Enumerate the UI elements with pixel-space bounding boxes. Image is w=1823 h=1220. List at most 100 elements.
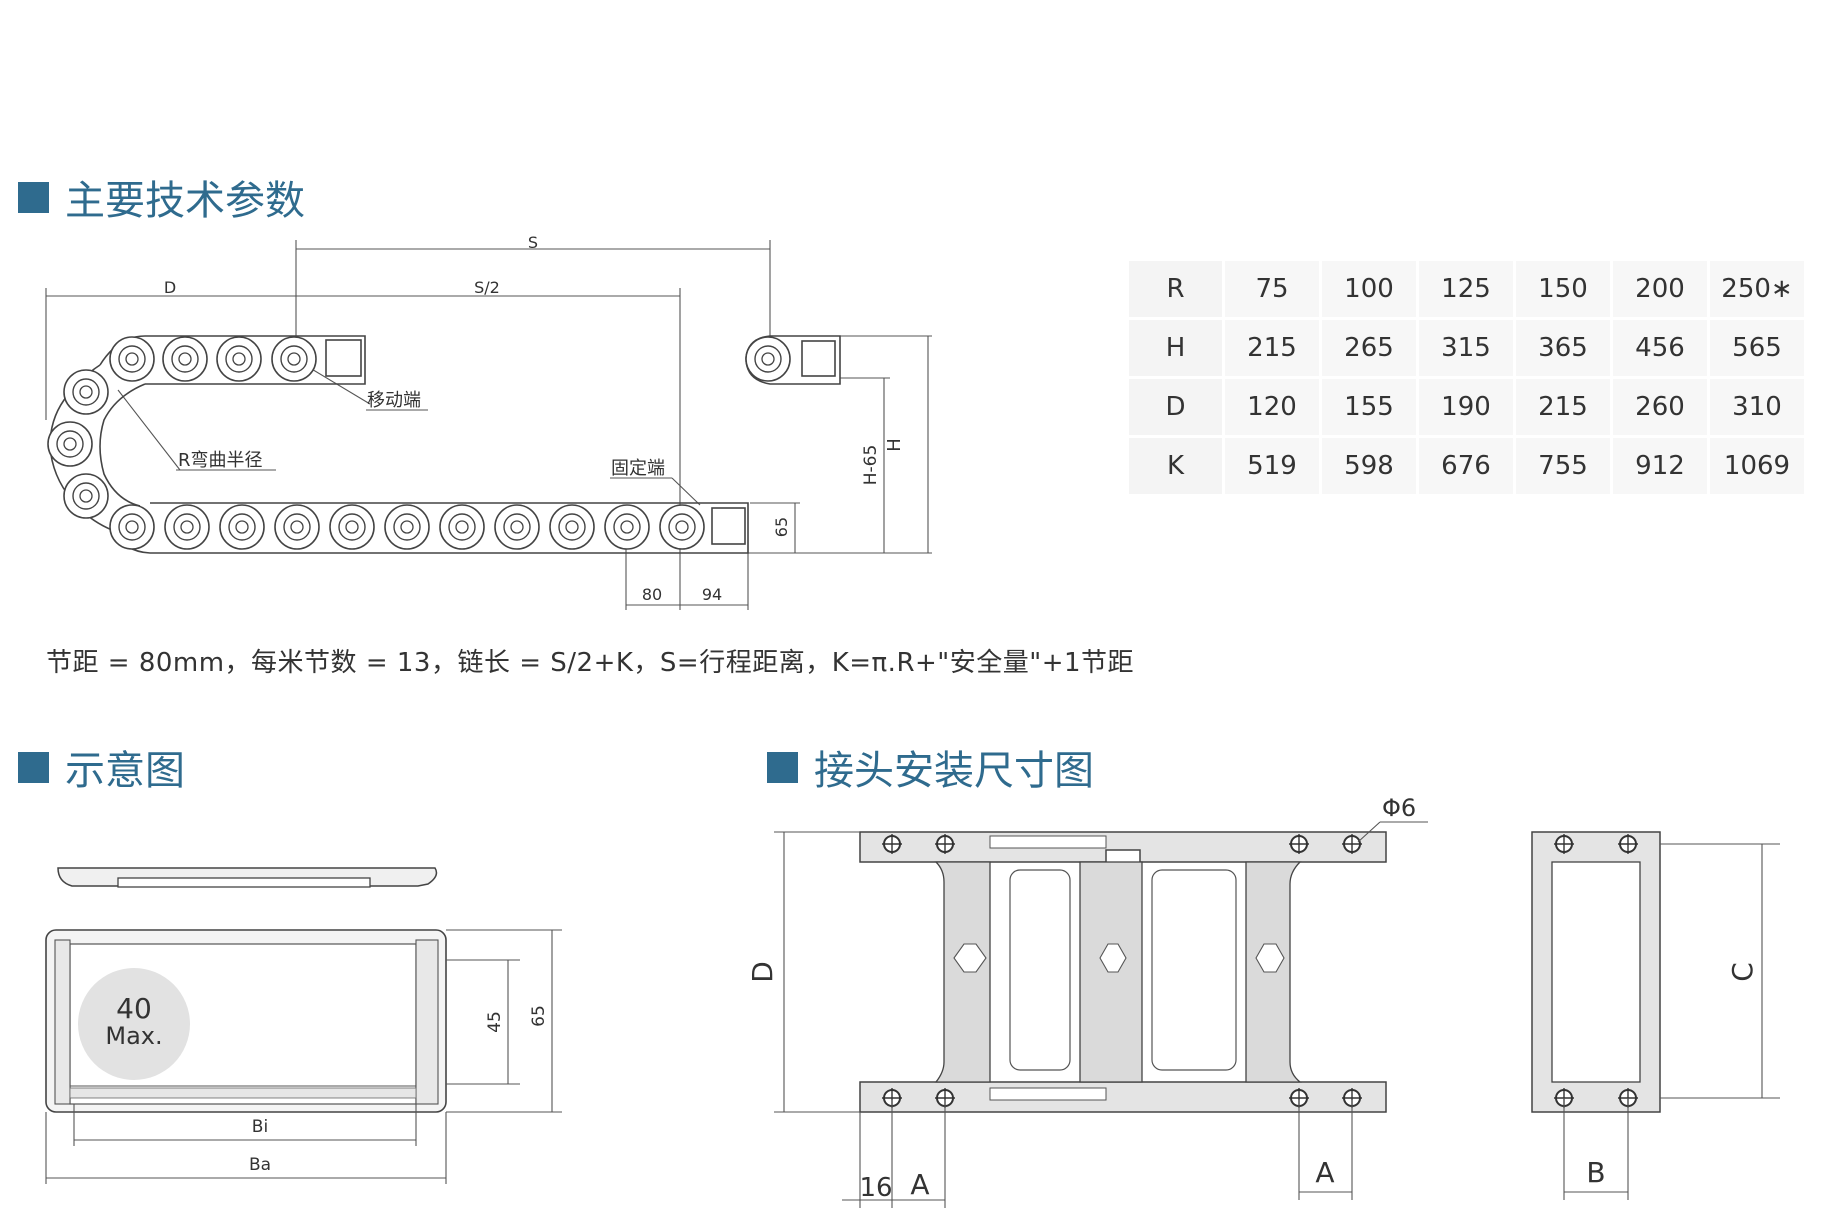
chain-pin [494,504,540,550]
max-cable-unit: Max. [105,1022,162,1050]
table-cell: 265 [1319,317,1419,379]
fixed-end-bracket [711,507,746,545]
dim-label-s-half: S/2 [474,278,500,297]
dim-label-45: 45 [485,1011,505,1033]
table-cell: 125 [1416,258,1516,320]
chain-pin [109,504,155,550]
table-cell: 365 [1513,317,1613,379]
title-square-icon [18,181,49,213]
dim-label-s: S [528,233,538,252]
chain-formula: 节距 = 80mm，每米节数 = 13，链长 = S/2+K，S=行程距离，K=… [46,648,1135,678]
chain-pin [329,504,375,550]
table-row-label: H [1126,317,1225,379]
dimension-lines [45,240,932,610]
bottom-bar [69,1087,417,1099]
table-cell: 912 [1610,435,1710,497]
table-cell: 155 [1319,376,1419,438]
dim-label-d: D [164,278,176,297]
label-moving-end: 移动端 [367,390,421,411]
table-row-label: D [1126,376,1225,438]
table-cell: 598 [1319,435,1419,497]
dim-label-c: C [1726,962,1759,982]
chain-pin [109,336,155,382]
mounting-hole [1342,834,1362,854]
label-fixed-end: 固定端 [611,458,665,479]
chain-pin [219,504,265,550]
end-plate-left [934,861,991,1083]
dim-label-a-right: A [1315,1156,1334,1189]
max-cable-value: 40 [116,992,152,1025]
table-cell: 310 [1707,376,1807,438]
table-cell: 755 [1513,435,1613,497]
table-row-label: K [1126,435,1225,497]
dim-label-ba: Ba [249,1155,271,1175]
dim-label-phi6: Φ6 [1382,794,1416,822]
chain-bend-inner [99,383,146,507]
table-cell: 456 [1610,317,1710,379]
moving-end-bracket [325,339,362,377]
table-cell: 519 [1222,435,1322,497]
dim-label-h: H [884,438,905,452]
chain-pin [659,504,705,550]
mounting-hole [935,834,955,854]
table-cell: 215 [1222,317,1322,379]
opening-right [1151,869,1237,1071]
max-cable-circle [78,968,190,1080]
table-cell: 120 [1222,376,1322,438]
chain-pin [745,336,791,382]
table-cell: 190 [1416,376,1516,438]
mounting-hole [1618,834,1638,854]
dim-label-80: 80 [642,585,662,604]
mounting-hole [1289,1088,1309,1108]
table-cell: 565 [1707,317,1807,379]
dim-label-65: 65 [529,1005,549,1027]
opening-left [1009,869,1071,1071]
table-cell: 315 [1416,317,1516,379]
table-cell: 75 [1222,258,1322,320]
section-title-text: 接头安装尺寸图 [814,748,1094,794]
table-cell: 260 [1610,376,1710,438]
dim-label-94: 94 [702,585,722,604]
title-square-icon [18,751,49,783]
table-cell: 215 [1513,376,1613,438]
end-bracket-opening [1551,861,1641,1083]
dim-label-bi: Bi [252,1117,268,1137]
cover-slot [117,877,371,888]
dim-label-65: 65 [772,517,791,537]
chain-pin [604,504,650,550]
mounting-hole [1554,834,1574,854]
moving-end-bracket-remote [801,340,836,377]
table-cell: 1069 [1707,435,1807,497]
chain-pin [63,473,109,519]
chain-pin [271,336,317,382]
table-cell: 150 [1513,258,1613,320]
section-title-text: 主要技术参数 [65,178,305,224]
dim-label-a-left: A [910,1168,929,1201]
table-cell: 100 [1319,258,1419,320]
chain-pin [162,336,208,382]
chain-pin [47,421,93,467]
right-side-plate [415,939,439,1105]
chain-pin [439,504,485,550]
title-square-icon [767,751,798,783]
section-title-install: 接头安装尺寸图 [767,738,1094,796]
dim-label-b: B [1586,1156,1605,1189]
chain-pin [384,504,430,550]
chain-pin [216,336,262,382]
table-cell: 250∗ [1707,258,1807,320]
chain-upper-pins [109,336,791,382]
section-title-schematic: 示意图 [18,738,185,796]
mounting-hole [882,834,902,854]
label-bend-radius: R弯曲半径 [178,450,263,471]
chain-bend-pins [47,369,109,519]
chain-pin [274,504,320,550]
chain-pin [549,504,595,550]
